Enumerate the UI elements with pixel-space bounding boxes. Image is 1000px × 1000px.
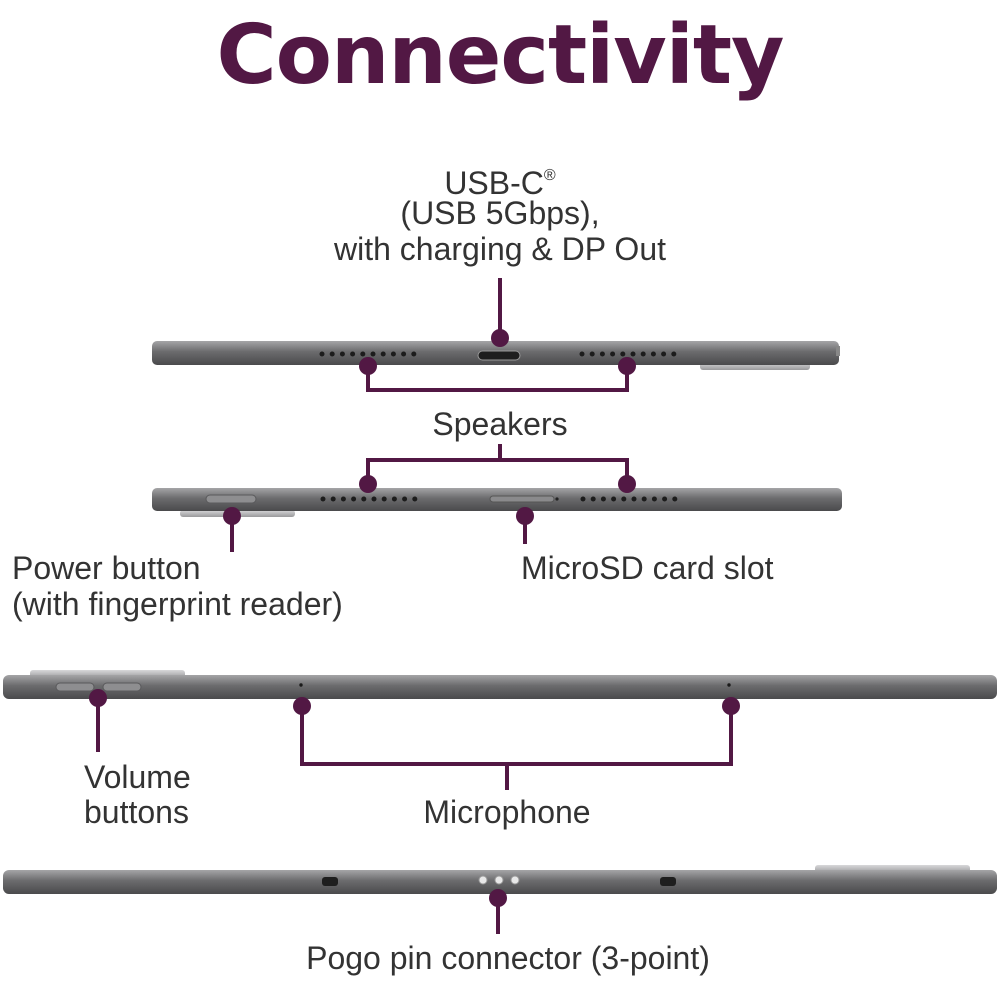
speakers-callout-bracket-top [366, 366, 629, 392]
speaker-hole [651, 496, 657, 502]
speaker-hole [411, 351, 417, 357]
speaker-hole [662, 496, 668, 502]
speaker-grill-right [580, 496, 678, 502]
speaker-callout-dot [359, 357, 377, 375]
speaker-hole [371, 496, 377, 502]
usb-c-port [477, 350, 521, 361]
speaker-hole [621, 496, 627, 502]
device-edge-volume-view [3, 670, 997, 699]
speakers-label: Speakers [432, 406, 568, 442]
microphone-callout-dot [293, 697, 311, 715]
speakers-callout-bracket-bottom [366, 458, 629, 484]
microphone-callout-bracket [300, 706, 733, 766]
speaker-hole [391, 496, 397, 502]
device-edge-pogo-view [3, 865, 997, 894]
speaker-grill-left [319, 351, 417, 357]
power-button-label: Power button [12, 550, 201, 586]
tablet-edge [3, 675, 997, 699]
speaker-hole [630, 351, 636, 357]
speaker-hole [320, 496, 326, 502]
microphone-callout-dot [722, 697, 740, 715]
speaker-hole [402, 496, 408, 502]
speaker-callout-dot [618, 357, 636, 375]
speaker-hole [339, 351, 345, 357]
volume-button [102, 682, 142, 692]
volume-callout-dot [89, 689, 107, 707]
speaker-hole [589, 351, 595, 357]
volume-buttons-label-line2: buttons [84, 794, 189, 830]
speaker-hole [381, 496, 387, 502]
pogo-pin [510, 875, 520, 885]
speaker-hole [611, 496, 617, 502]
speaker-hole [360, 351, 366, 357]
speaker-hole [590, 496, 596, 502]
power-button-label-line2: (with fingerprint reader) [12, 586, 343, 622]
power-callout-dot [223, 507, 241, 525]
volume-button [55, 682, 95, 692]
microphone-hole [299, 683, 303, 687]
microsd-callout-dot [516, 507, 534, 525]
usb-c-label-line3: with charging & DP Out [333, 231, 666, 267]
speaker-hole [640, 351, 646, 357]
speaker-callout-dot [618, 475, 636, 493]
microphone-hole [727, 683, 731, 687]
speaker-hole [671, 351, 677, 357]
magnet-slot [660, 877, 676, 886]
speaker-hole [579, 351, 585, 357]
usb-callout-dot [491, 329, 509, 347]
pogo-callout-dot [489, 889, 507, 907]
speaker-hole [580, 496, 586, 502]
usb-c-label-line2: (USB 5Gbps), [400, 195, 600, 231]
speaker-hole [370, 351, 376, 357]
speaker-hole [319, 351, 325, 357]
speaker-hole [401, 351, 407, 357]
power-button [205, 494, 257, 504]
speaker-hole [620, 351, 626, 357]
speaker-hole [351, 496, 357, 502]
speaker-hole [600, 496, 606, 502]
pogo-pin [478, 875, 488, 885]
speaker-hole [350, 351, 356, 357]
microphone-label: Microphone [423, 794, 591, 830]
speaker-hole [672, 496, 678, 502]
speaker-hole [610, 351, 616, 357]
speaker-callout-dot [359, 475, 377, 493]
speaker-hole [390, 351, 396, 357]
speaker-grill-right [579, 351, 677, 357]
speaker-grill-left [320, 496, 418, 502]
speaker-hole [661, 351, 667, 357]
magnet-slot [322, 877, 338, 886]
speaker-hole [329, 351, 335, 357]
device-edge-usb-view [152, 341, 840, 370]
pogo-pin-label: Pogo pin connector (3-point) [306, 940, 710, 976]
page-title: Connectivity [216, 8, 784, 103]
volume-buttons-label: Volume [84, 759, 191, 795]
speaker-hole [641, 496, 647, 502]
usb-c-label: USB-C® [444, 165, 556, 201]
speaker-hole [340, 496, 346, 502]
speaker-hole [412, 496, 418, 502]
pogo-pin [494, 875, 504, 885]
speaker-hole [631, 496, 637, 502]
microsd-label: MicroSD card slot [521, 550, 774, 586]
speaker-hole [599, 351, 605, 357]
speaker-hole [650, 351, 656, 357]
speaker-hole [330, 496, 336, 502]
speaker-hole [380, 351, 386, 357]
microsd-slot [489, 495, 555, 503]
device-edge-power-view [152, 488, 842, 517]
speaker-hole [361, 496, 367, 502]
